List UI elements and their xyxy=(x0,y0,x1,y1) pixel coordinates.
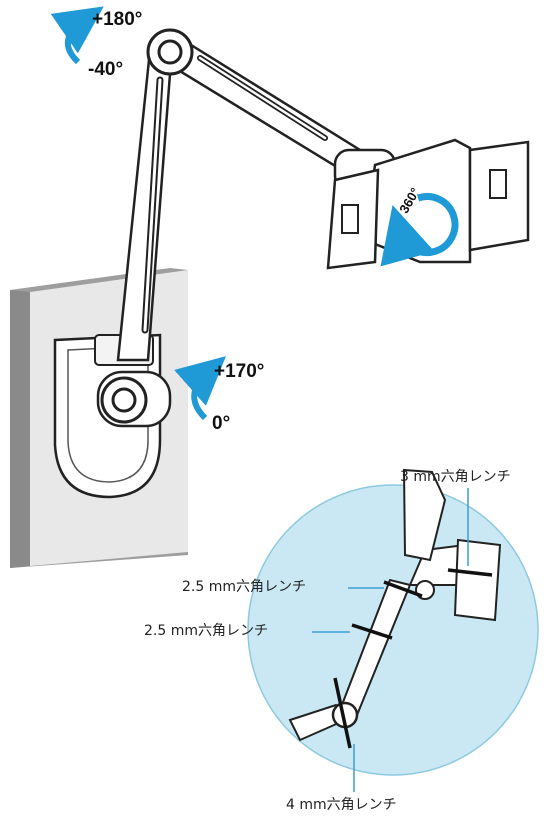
detail-circle xyxy=(247,468,539,776)
upper-min-angle-label: -40° xyxy=(88,59,124,80)
wrench-label-elbow: 2.5 mm六角レンチ xyxy=(182,579,306,595)
wrench-label-arm-middle: 2.5 mm六角レンチ xyxy=(144,623,268,639)
lower-max-angle-label: +170° xyxy=(214,361,265,382)
base-joint xyxy=(96,370,172,428)
upper-arm xyxy=(163,33,362,174)
shoulder-joint xyxy=(146,28,194,76)
rotation-arrow-upper xyxy=(50,6,104,65)
wrench-label-holder: 3 mm六角レンチ xyxy=(400,469,511,485)
rotation-arrow-lower xyxy=(174,356,226,421)
wrench-label-base: 4 mm六角レンチ xyxy=(286,797,397,813)
upper-max-angle-label: +180° xyxy=(92,9,143,30)
lower-min-angle-label: 0° xyxy=(212,413,231,434)
callout-lines xyxy=(312,488,469,792)
rotation-arrow-holder xyxy=(380,193,459,267)
